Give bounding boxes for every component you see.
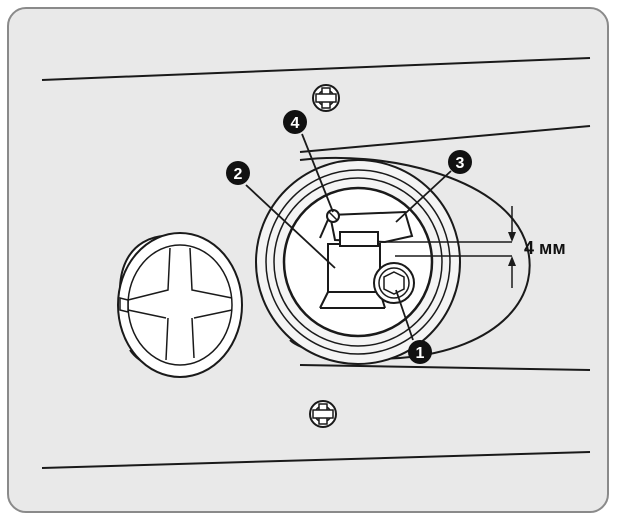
callout-leaders xyxy=(245,133,452,341)
callout-3-number: 3 xyxy=(456,155,465,172)
machine-body-lines xyxy=(41,57,591,469)
dimension-label: 4 мм xyxy=(524,238,566,258)
top-screw-icon xyxy=(312,84,340,112)
callout-1-number: 1 xyxy=(416,345,425,362)
callout-3: 3 xyxy=(448,150,472,174)
callout-4: 4 xyxy=(283,110,307,134)
rubber-cap-icon xyxy=(117,232,243,378)
dimension-indicator xyxy=(380,206,516,288)
callout-4-number: 4 xyxy=(291,115,300,132)
callout-2: 2 xyxy=(226,161,250,185)
bottom-screw-icon xyxy=(309,400,337,428)
inner-mechanism xyxy=(319,209,415,309)
callout-2-number: 2 xyxy=(234,166,243,183)
callout-1: 1 xyxy=(408,340,432,364)
